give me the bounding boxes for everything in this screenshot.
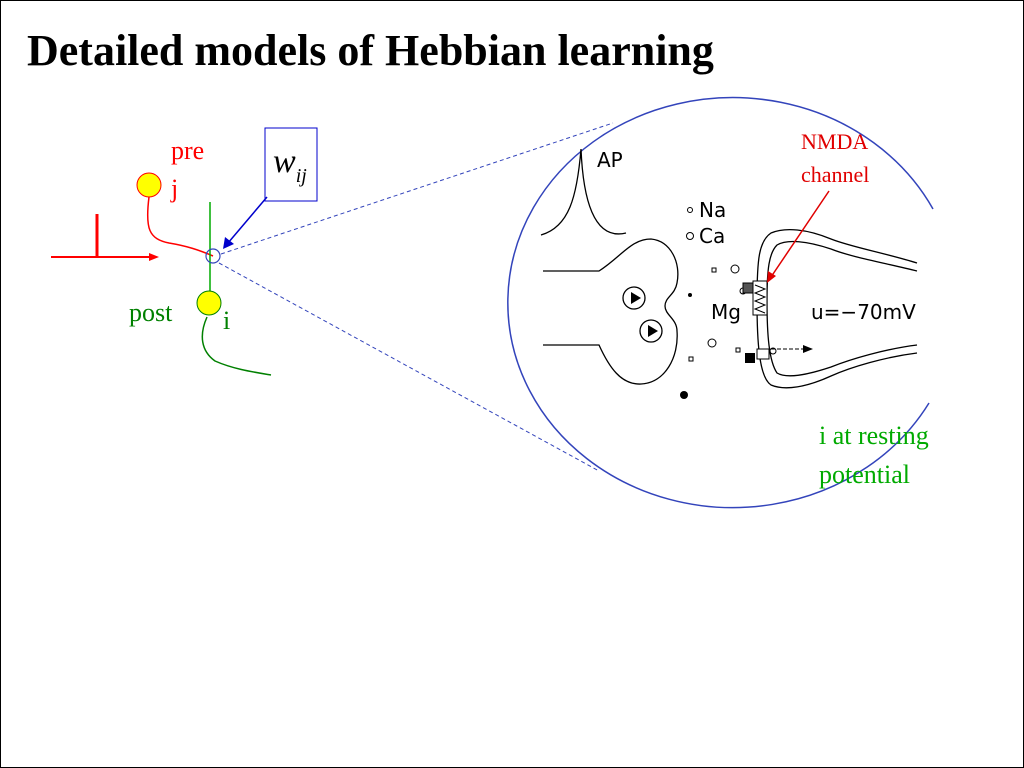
na-label: Na <box>699 198 726 222</box>
membrane-potential-label: u=−70mV <box>811 300 916 324</box>
pre-label: pre <box>171 136 204 165</box>
post-axon <box>201 316 272 376</box>
pre-neuron <box>136 172 162 198</box>
post-neuron <box>196 290 222 316</box>
nmda-pointer-arrow <box>770 190 830 278</box>
synapse-circle <box>205 248 221 264</box>
zoom-ellipse <box>507 96 934 509</box>
resting-label-line1: i at resting <box>819 421 929 450</box>
weight-box <box>264 127 318 202</box>
weight-arrow <box>227 196 268 244</box>
page-title: Detailed models of Hebbian learning <box>27 26 714 75</box>
post-label: post <box>129 298 173 327</box>
weight-label: wij <box>273 143 307 187</box>
nmda-channel-pore <box>752 280 768 316</box>
spike-input <box>51 214 159 261</box>
ap-label: AP <box>597 148 623 172</box>
mg-block <box>753 284 767 314</box>
zoom-line-bottom <box>218 262 600 472</box>
zoom-line-top <box>220 122 614 255</box>
weight-subscript: ij <box>296 165 308 187</box>
pre-index-label: j <box>170 174 178 203</box>
pre-axon <box>146 196 214 257</box>
vesicle <box>622 286 646 310</box>
channel-receptor <box>745 353 755 363</box>
nmda-label-line2: channel <box>801 162 869 187</box>
ca-label: Ca <box>699 224 725 248</box>
post-index-label: i <box>223 306 230 335</box>
ampa-channel <box>756 348 770 360</box>
mg-label: Mg <box>711 300 741 324</box>
nmda-label-line1: NMDA <box>801 129 868 154</box>
ion-particle <box>680 391 688 399</box>
ion-particle <box>688 293 692 297</box>
weight-symbol: w <box>273 143 296 180</box>
presynaptic-terminal <box>543 238 679 385</box>
resting-label-line2: potential <box>819 460 910 489</box>
vesicle <box>639 319 663 343</box>
action-potential-trace <box>540 148 627 236</box>
channel-receptor <box>742 282 754 294</box>
